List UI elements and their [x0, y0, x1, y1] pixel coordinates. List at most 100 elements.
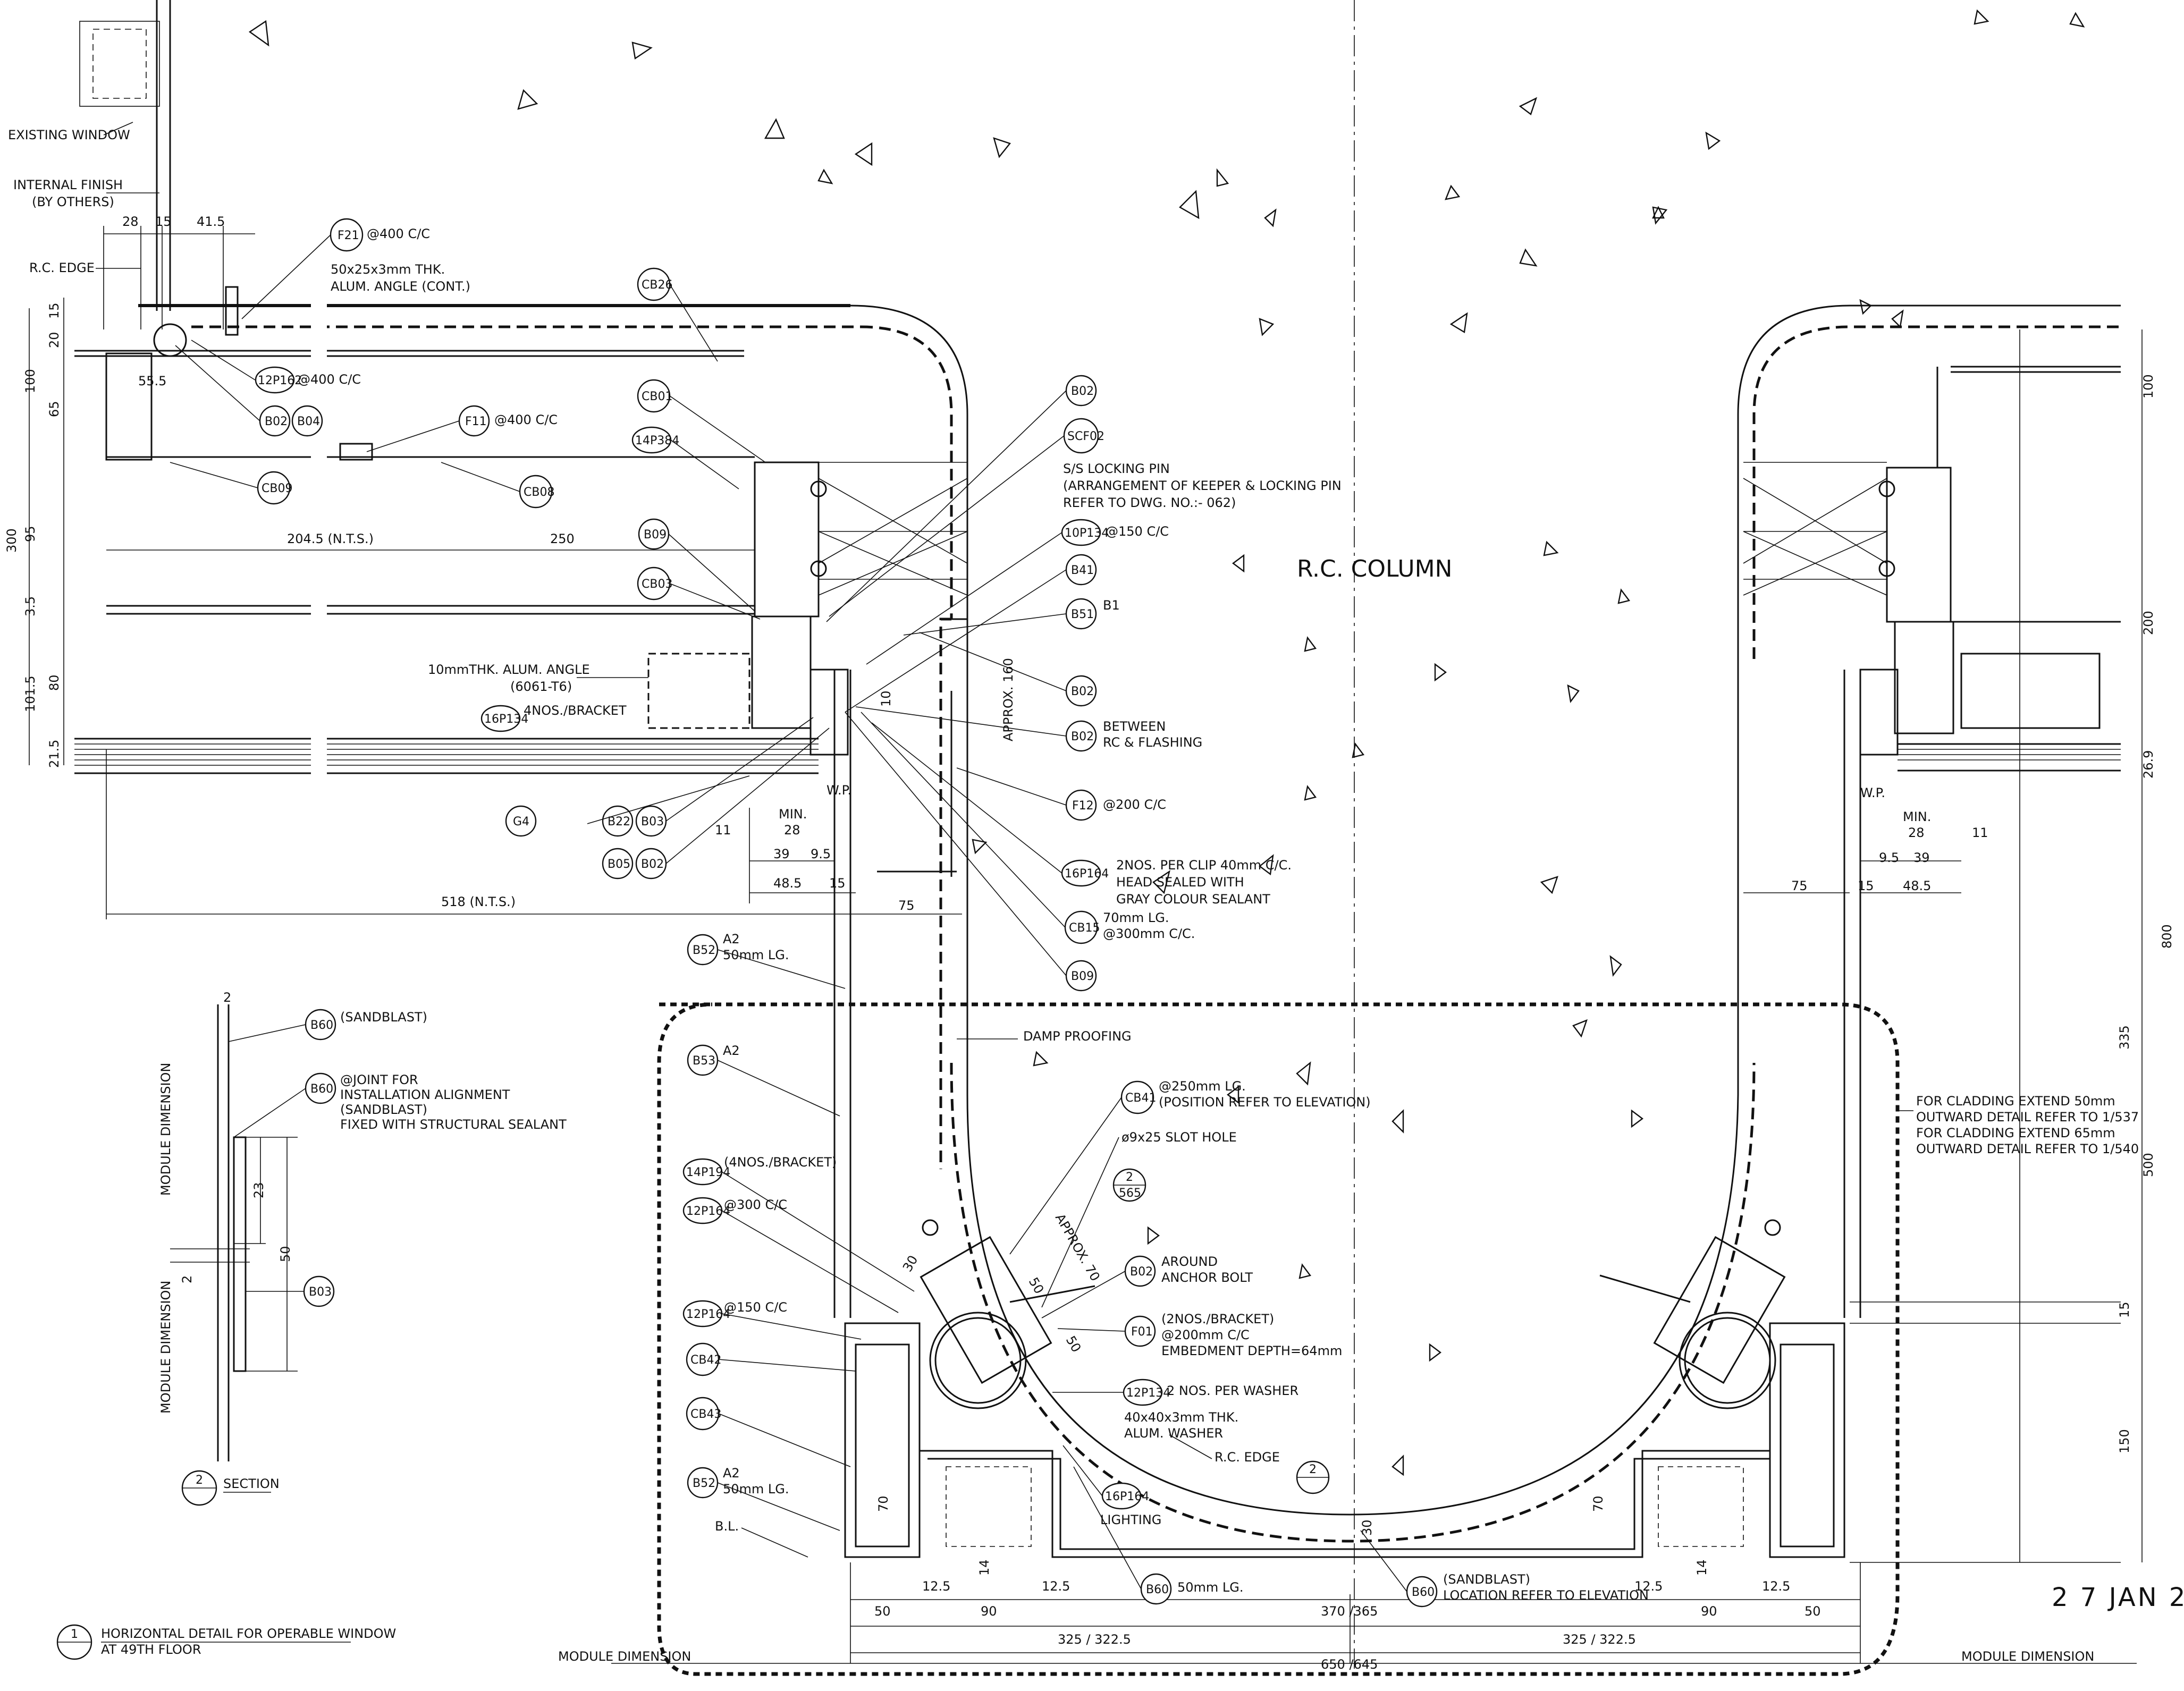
alum-angle-note-2: (6061-T6) [510, 679, 572, 694]
svg-text:28: 28 [122, 214, 139, 229]
svg-text:30: 30 [1360, 1519, 1375, 1536]
detail-boundary [657, 1002, 1900, 1676]
tag-cb08: CB08 [519, 475, 554, 509]
svg-text:CB01: CB01 [642, 390, 672, 403]
tag-b60: B60 [1140, 1573, 1172, 1605]
svg-text:3.5: 3.5 [23, 596, 38, 616]
svg-text:12P162: 12P162 [258, 374, 302, 387]
svg-text:B03: B03 [641, 815, 664, 828]
approx-70-label: APPROX. 70 [1052, 1211, 1103, 1284]
p162-spacing: @400 C/C [298, 372, 361, 387]
at300-note: @300 C/C [724, 1197, 787, 1212]
svg-text:B02: B02 [1071, 385, 1094, 398]
tag-b04: B04 [291, 405, 323, 437]
dimension-texts: 28 15 41.5 15 20 100 65 55.5 300 95 204.… [4, 214, 2174, 1672]
svg-text:15: 15 [47, 302, 62, 319]
f01-note-3: EMBEDMENT DEPTH=64mm [1161, 1343, 1342, 1358]
svg-text:39: 39 [1913, 850, 1930, 865]
svg-text:12.5: 12.5 [1762, 1579, 1790, 1594]
f01-note-2: @200mm C/C [1161, 1328, 1250, 1342]
cladding-note-4: OUTWARD DETAIL REFER TO 1/540 [1916, 1142, 2139, 1156]
tag-cb03: CB03 [637, 567, 672, 601]
svg-text:150: 150 [2117, 1429, 2132, 1453]
clip-note-1: 2NOS. PER CLIP 40mm C/C. [1116, 858, 1292, 873]
title-callout: 1 [56, 1624, 92, 1660]
section-label: SECTION [223, 1476, 280, 1491]
svg-text:16P164: 16P164 [1065, 867, 1109, 881]
tag-cb15: CB15 [1064, 910, 1100, 944]
wp-left-label: W.P. [827, 783, 851, 798]
alum-angle-note-1: 10mmTHK. ALUM. ANGLE [428, 662, 590, 677]
tag-f12: F12 [1065, 789, 1097, 821]
tag-f01: F01 [1124, 1315, 1156, 1347]
anchor-note-2: ANCHOR BOLT [1161, 1270, 1253, 1285]
b52-a2: A2 [723, 932, 740, 946]
tag-b52: B52 [687, 934, 719, 966]
svg-text:16P164: 16P164 [1105, 1490, 1149, 1503]
angle-note-2: ALUM. ANGLE (CONT.) [331, 279, 470, 294]
svg-text:CB03: CB03 [642, 578, 672, 591]
f12-spacing: @200 C/C [1103, 797, 1166, 812]
svg-text:14: 14 [977, 1559, 992, 1576]
tag-b51: B51 [1065, 598, 1097, 630]
svg-text:B03: B03 [309, 1286, 332, 1299]
joint-note-3: (SANDBLAST) [340, 1102, 427, 1117]
svg-text:B02: B02 [1130, 1265, 1153, 1279]
existing-window-label: EXISTING WINDOW [8, 128, 130, 142]
per-bracket-note: 4NOS./BRACKET [524, 703, 627, 718]
tag-cb41: CB41 [1120, 1080, 1156, 1114]
svg-text:9.5: 9.5 [1879, 850, 1899, 865]
svg-text:B02: B02 [1071, 685, 1094, 698]
svg-text:565: 565 [1119, 1187, 1141, 1200]
between-note-1: BETWEEN [1103, 719, 1166, 734]
drawing-title-line1: HORIZONTAL DETAIL FOR OPERABLE WINDOW [101, 1626, 396, 1641]
internal-finish-label: INTERNAL FINISH [13, 177, 123, 192]
tag-cb43: CB43 [686, 1397, 721, 1431]
wp-right-label: W.P. [1860, 785, 1885, 800]
svg-text:325 / 322.5: 325 / 322.5 [1563, 1632, 1636, 1647]
tag-cb26: CB26 [637, 267, 672, 301]
svg-text:100: 100 [2141, 374, 2156, 399]
b52-length: 50mm LG. [723, 948, 789, 962]
svg-text:12.5: 12.5 [922, 1579, 950, 1594]
section-callout: 2 [181, 1470, 217, 1506]
svg-text:75: 75 [898, 898, 915, 913]
tag-b02-c: B02 [1065, 375, 1097, 407]
svg-text:B02: B02 [641, 858, 664, 871]
svg-text:B60: B60 [310, 1083, 333, 1096]
svg-text:B52: B52 [693, 1477, 715, 1490]
tag-10p134: 10P134 [1061, 519, 1109, 546]
svg-text:B09: B09 [644, 528, 667, 542]
svg-text:B22: B22 [608, 815, 630, 828]
svg-text:80: 80 [47, 674, 62, 691]
column-label: R.C. COLUMN [1297, 555, 1452, 582]
tag-b60-s2: B60 [305, 1072, 336, 1104]
svg-text:70: 70 [876, 1495, 891, 1512]
cb41-note-1: @250mm LG. [1159, 1079, 1246, 1094]
at150-note: @150 C/C [724, 1300, 787, 1315]
bl-label: B.L. [715, 1519, 739, 1534]
svg-text:28: 28 [1908, 825, 1925, 840]
clip-note-3: GRAY COLOUR SEALANT [1116, 892, 1270, 907]
cb15-note-1: 70mm LG. [1103, 910, 1169, 925]
svg-text:14: 14 [1694, 1559, 1709, 1576]
svg-text:10: 10 [879, 690, 893, 707]
svg-text:10P134: 10P134 [1065, 527, 1109, 540]
svg-text:2: 2 [196, 1474, 203, 1487]
svg-text:B53: B53 [693, 1054, 715, 1068]
cladding-note-1: FOR CLADDING EXTEND 50mm [1916, 1094, 2115, 1109]
tag-b02-f: B02 [1124, 1255, 1156, 1287]
svg-text:12.5: 12.5 [1042, 1579, 1070, 1594]
rc-column-outline [850, 305, 2121, 1543]
sandblast-note: (SANDBLAST) [340, 1010, 427, 1025]
svg-text:CB41: CB41 [1125, 1092, 1156, 1105]
locking-pin-note-1: S/S LOCKING PIN [1063, 461, 1170, 476]
svg-text:65: 65 [47, 401, 62, 417]
svg-text:101.5: 101.5 [23, 675, 38, 712]
rc-edge-top-label: R.C. EDGE [29, 260, 95, 275]
tag-b09-b: B09 [1065, 960, 1097, 992]
date-stamp: 2 7 JAN 2011 [2052, 1583, 2184, 1612]
svg-text:12.5: 12.5 [1634, 1579, 1663, 1594]
between-note-2: RC & FLASHING [1103, 735, 1202, 750]
svg-text:2: 2 [1126, 1171, 1133, 1184]
